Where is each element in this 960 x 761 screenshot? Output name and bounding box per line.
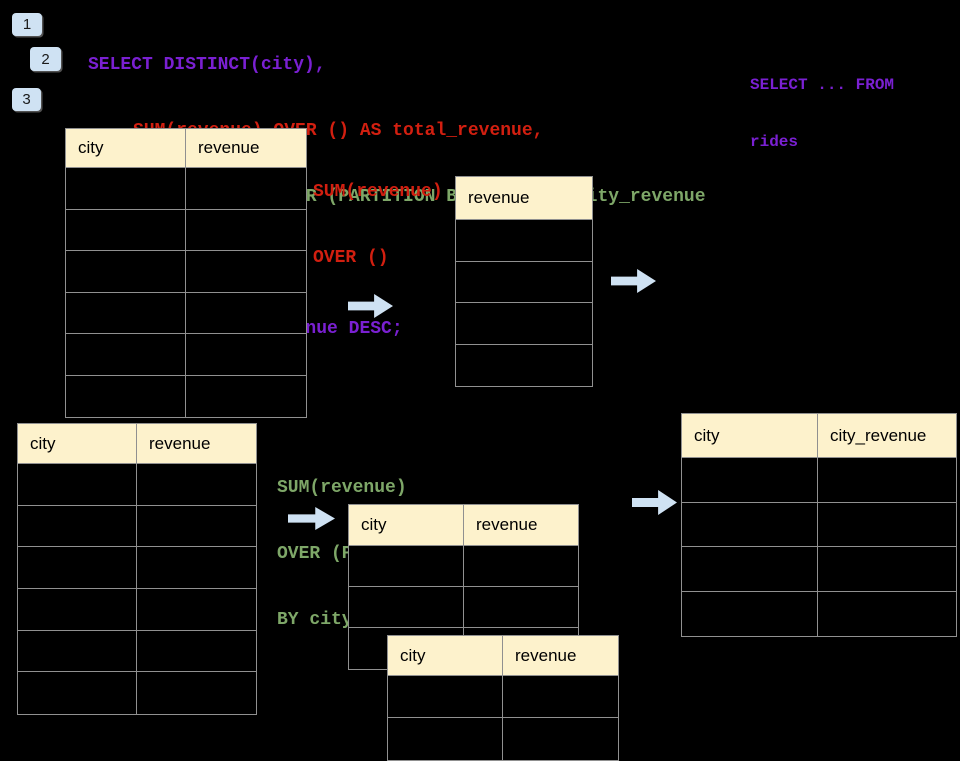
table-cell (388, 718, 503, 760)
column-header-revenue: revenue (456, 177, 592, 220)
table-cell (818, 547, 956, 592)
annotation-total-line-1: SUM(revenue) (313, 182, 443, 202)
annotation-partition-line-1: SUM(revenue) (277, 478, 407, 498)
table-cell (464, 587, 578, 628)
column-header-city: city (682, 414, 818, 458)
sql-line-select: SELECT DISTINCT(city), (88, 55, 326, 75)
side-note-select-from-rides: SELECT ... FROM rides (750, 38, 894, 171)
table-cell (682, 591, 818, 636)
table-cell (456, 344, 592, 386)
table-cell (456, 220, 592, 262)
column-header-city: city (18, 424, 137, 464)
table-cell (818, 458, 956, 503)
column-header-city: city (388, 636, 503, 676)
table-cell (682, 547, 818, 592)
table-cell (137, 630, 256, 673)
table-cell (456, 261, 592, 303)
table-cell (18, 464, 137, 506)
table-cell (18, 589, 137, 631)
step-badge-3: 3 (12, 88, 41, 111)
table-cell (464, 546, 578, 587)
table-cell (18, 630, 137, 673)
table-cell (186, 168, 306, 210)
side-note-line-1: SELECT ... FROM (750, 76, 895, 94)
table-cell (137, 547, 256, 590)
table-cell (66, 375, 186, 417)
table-cell (18, 672, 137, 715)
table-cell (18, 547, 137, 590)
table-cell (186, 209, 306, 251)
column-header-city_revenue: city_revenue (818, 414, 956, 458)
table-cell (137, 589, 256, 631)
table-cell (349, 546, 464, 587)
table-cell (66, 292, 186, 334)
column-header-city: city (66, 129, 186, 168)
table-cell (186, 251, 306, 293)
column-header-revenue: revenue (186, 129, 306, 168)
table-cell (818, 502, 956, 547)
table-cell (137, 464, 256, 506)
column-header-city: city (349, 505, 464, 546)
table-cell (503, 718, 618, 760)
annotation-total-revenue: SUM(revenue) OVER () (313, 137, 443, 291)
table-cell (186, 292, 306, 334)
table-cell (456, 303, 592, 345)
step-badge-2: 2 (30, 47, 61, 71)
table-cell (682, 502, 818, 547)
column-header-revenue: revenue (503, 636, 618, 676)
table-cell (186, 334, 306, 376)
table-cell (66, 209, 186, 251)
table-cell (18, 505, 137, 548)
table-cell (137, 672, 256, 715)
arrow-right-final-result (632, 490, 677, 515)
side-note-line-2: rides (750, 133, 799, 151)
step-badge-1: 1 (12, 13, 42, 36)
table-cell (349, 587, 464, 628)
total-revenue-table: revenue (455, 176, 593, 387)
table-cell (137, 505, 256, 548)
table-cell (682, 458, 818, 503)
annotation-total-line-2: OVER () (313, 248, 389, 268)
table-cell (503, 676, 618, 718)
table-cell (388, 676, 503, 718)
table-cell (818, 591, 956, 636)
column-header-revenue: revenue (464, 505, 578, 546)
table-cell (66, 168, 186, 210)
table-cell (66, 251, 186, 293)
table-cell (66, 334, 186, 376)
table-cell (186, 375, 306, 417)
column-header-revenue: revenue (137, 424, 256, 464)
